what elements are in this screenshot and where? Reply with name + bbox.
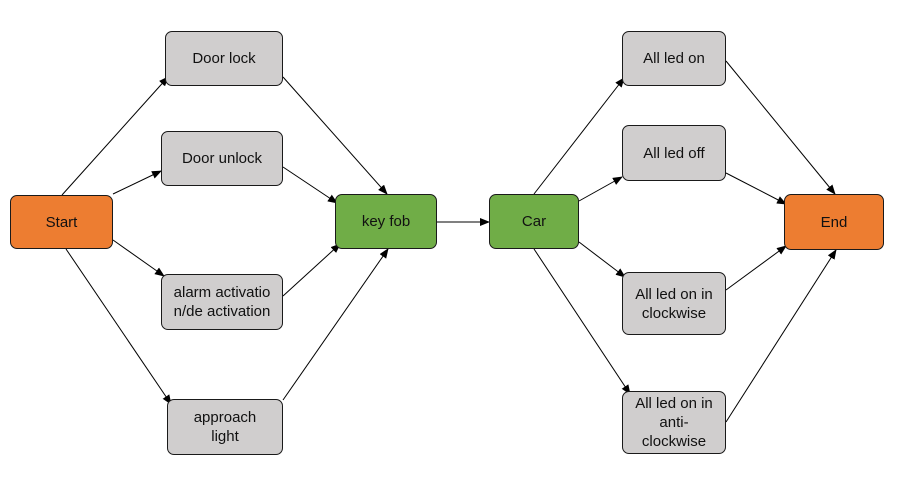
arrow-all-off-to-end xyxy=(725,172,787,205)
arrow-car-to-clockwise xyxy=(578,241,626,278)
all-led-on-label: All led on xyxy=(643,50,705,67)
door-lock-label: Door lock xyxy=(192,50,256,67)
alarm-node: alarm activation/de activation xyxy=(161,274,283,330)
door-lock-node: Door lock xyxy=(165,31,283,86)
alarm-label: alarm activation/de activation xyxy=(173,284,271,320)
approach-light-node: approach light xyxy=(167,399,283,455)
all-led-off-node: All led off xyxy=(622,125,726,181)
arrow-all-on-to-end xyxy=(725,60,836,195)
all-led-off-label: All led off xyxy=(643,144,705,162)
arrow-car-to-anticlockwise xyxy=(533,248,631,395)
anticlockwise-node: All led on in anti-clockwise xyxy=(622,391,726,454)
arrow-anticlockwise-to-end xyxy=(725,249,837,423)
car-node: Car xyxy=(489,194,579,249)
approach-light-label: approach light xyxy=(193,409,257,445)
arrow-door-unlock-to-key-fob xyxy=(282,166,338,204)
end-node: End xyxy=(784,194,884,250)
key-fob-label: key fob xyxy=(361,213,411,230)
arrow-start-to-door-lock xyxy=(61,76,169,196)
clockwise-node: All led on in clockwise xyxy=(622,272,726,335)
arrow-start-to-door-unlock xyxy=(112,170,162,195)
car-label: Car xyxy=(521,213,547,230)
arrow-start-to-approach xyxy=(65,248,172,405)
arrow-alarm-to-key-fob xyxy=(282,243,341,297)
arrow-car-to-all-off xyxy=(578,176,623,202)
arrow-approach-to-key-fob xyxy=(282,248,389,401)
arrow-clockwise-to-end xyxy=(725,245,787,291)
arrow-start-to-alarm xyxy=(112,239,165,277)
start-label: Start xyxy=(45,213,78,231)
end-label: End xyxy=(820,213,848,231)
door-unlock-node: Door unlock xyxy=(161,131,283,186)
key-fob-node: key fob xyxy=(335,194,437,249)
arrow-door-lock-to-key-fob xyxy=(282,76,388,195)
clockwise-label: All led on in clockwise xyxy=(635,285,713,322)
start-node: Start xyxy=(10,195,113,249)
all-led-on-node: All led on xyxy=(622,31,726,86)
door-unlock-label: Door unlock xyxy=(181,150,263,167)
arrow-car-to-all-on xyxy=(533,77,625,195)
anticlockwise-label: All led on in anti-clockwise xyxy=(635,395,713,450)
